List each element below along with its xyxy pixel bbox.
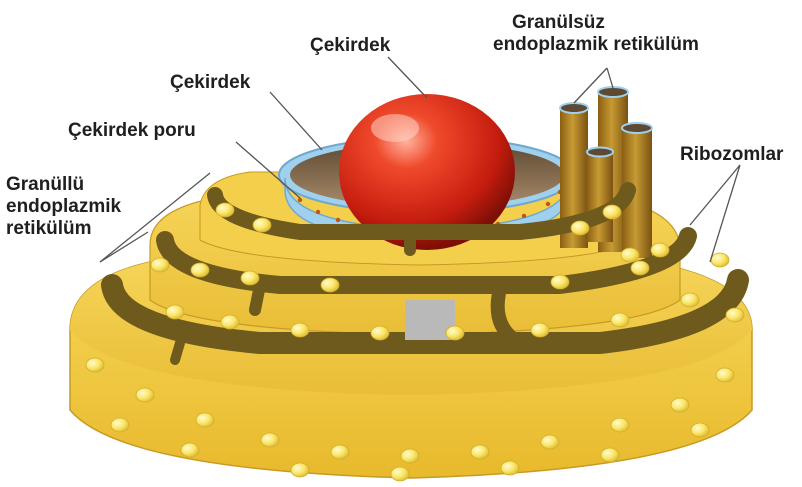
- ribosome-dot: [196, 413, 214, 427]
- ribosome-dot: [726, 308, 744, 322]
- ribosome-dot: [446, 326, 464, 340]
- ribosomes-label: Ribozomlar: [680, 144, 784, 165]
- ribosome-dot: [551, 275, 569, 289]
- ribosome-dot: [241, 271, 259, 285]
- ribosome-dot: [216, 203, 234, 217]
- ribosome-dot: [221, 315, 239, 329]
- ribosome-dot: [716, 368, 734, 382]
- ribosome-dot: [371, 326, 389, 340]
- ribosome-dot: [291, 463, 309, 477]
- ribosome-dot: [671, 398, 689, 412]
- ribosome-dot: [86, 358, 104, 372]
- ribosome-dot: [166, 305, 184, 319]
- ribosome-dot: [571, 221, 589, 235]
- ribosome-dot: [253, 218, 271, 232]
- ribosome-dot: [151, 258, 169, 272]
- nucleus-label-top: Çekirdek: [310, 35, 391, 56]
- ribosome-dot: [541, 435, 559, 449]
- ribosome-dot: [321, 278, 339, 292]
- ribosome-dot: [501, 461, 519, 475]
- nucleus-label-left: Çekirdek: [170, 72, 251, 93]
- ribosome-dot: [181, 443, 199, 457]
- ribosome-dot: [291, 323, 309, 337]
- ribosome-dot: [401, 449, 419, 463]
- ribosome-dot: [611, 313, 629, 327]
- ribosome-dot: [691, 423, 709, 437]
- ribosome-dot: [651, 243, 669, 257]
- ribosome-dot: [261, 433, 279, 447]
- ribosome-dot: [631, 261, 649, 275]
- ribosome-dot: [111, 418, 129, 432]
- ribosome-dot: [391, 467, 409, 481]
- ribosome-dot: [621, 248, 639, 262]
- rough-er-label-line2: endoplazmik: [6, 196, 122, 217]
- ribosome-dot: [531, 323, 549, 337]
- ribosome-dot: [331, 445, 349, 459]
- rough-er-label-line3: retikülüm: [6, 218, 92, 239]
- ribosome-dot: [136, 388, 154, 402]
- ribosome-dot: [711, 253, 729, 267]
- ribosome-dot: [611, 418, 629, 432]
- ribosome-dot: [191, 263, 209, 277]
- nuclear-pore-label: Çekirdek poru: [68, 120, 196, 141]
- ribosome-dot: [681, 293, 699, 307]
- ribosome-dot: [471, 445, 489, 459]
- ribosome-dot: [601, 448, 619, 462]
- rough-er-label-line1: Granüllü: [6, 174, 84, 195]
- smooth-er-label-line2: endoplazmik retikülüm: [493, 34, 699, 55]
- smooth-er-label-line1: Granülsüz: [512, 12, 605, 33]
- ribosome-dot: [603, 205, 621, 219]
